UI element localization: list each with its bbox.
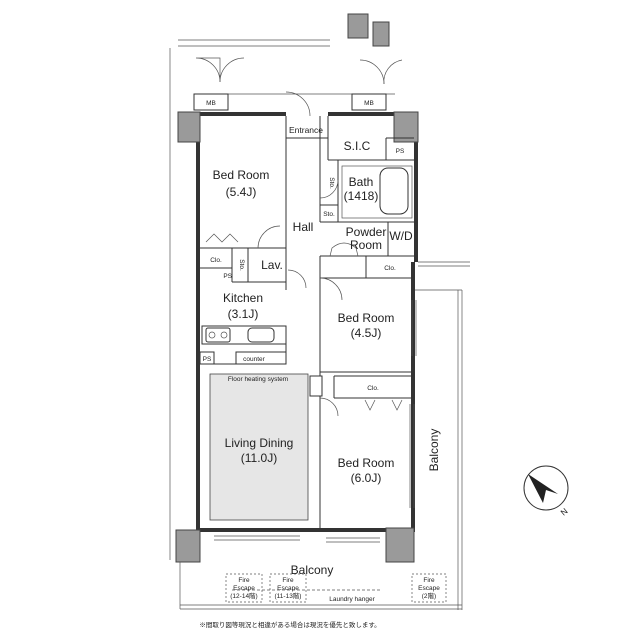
mb-box-left [193,93,229,111]
kitchen-name: Kitchen [223,291,263,305]
balcony-bottom-label: Balcony [291,563,334,577]
closet-door [364,399,376,411]
sic-label: S.I.C [344,139,371,153]
balcony-side-label: Balcony [427,429,441,472]
bedroom3-size: (6.0J) [351,471,382,485]
fire-escape-b [269,573,307,603]
pillar-top [347,13,369,39]
door-kitchen [287,269,307,289]
counter-label: counter [243,356,266,363]
fire-escape-a-line1: Fire [238,577,250,584]
powder-line2: Room [350,238,382,252]
sto-label-1: Sto. [328,177,335,189]
mb-box-right [351,93,387,111]
closet-door [391,399,403,411]
clo-label-1: Clo. [210,257,222,264]
mb-label-left: MB [206,100,216,107]
pillar-corner [393,111,419,143]
door-swing [383,59,403,85]
fire-escape-a [225,573,263,603]
bathtub [379,167,409,215]
bedroom2-size: (4.5J) [351,326,382,340]
burner [220,331,228,339]
wall-right-lower [411,262,415,532]
clo-label-3: Clo. [367,385,379,392]
laundry-label: Laundry hanger [329,596,375,603]
compass-letter: N [559,506,570,518]
bath-name: Bath [349,175,374,189]
stove [205,327,231,343]
wd-label: W/D [389,229,413,243]
fire-escape-b-line1: Fire [282,577,294,584]
fire-escape-c-line1: Fire [423,577,435,584]
pillar-corner [177,111,201,143]
mb-label-right: MB [364,100,374,107]
floor-heating-label: Floor heating system [228,376,288,383]
bedroom1-size: (5.4J) [226,185,257,199]
fire-escape-c-line3: (2階) [422,591,436,600]
pillar-top [372,21,390,47]
wall-left [196,112,200,532]
door-bedroom1 [257,225,281,249]
hall-label: Hall [293,220,314,234]
ps-label-top: PS [396,148,405,155]
wall-right-upper [414,112,418,262]
door-storage [319,179,339,199]
counter-box [235,351,287,365]
powder-line1: Powder [346,225,387,239]
wall-top-left [196,112,286,116]
door-swing [219,57,245,83]
fire-escape-c-line2: Escape [418,585,440,592]
sto-label-2: Sto. [323,211,335,218]
burner [208,331,216,339]
entrance-label: Entrance [289,125,323,135]
bedroom3-name: Bed Room [338,456,395,470]
living-name: Living Dining [225,436,294,450]
door-bedroom3 [319,397,339,417]
wall-top-right [328,112,418,116]
clo-label-2: Clo. [384,265,396,272]
fire-escape-b-line2: Escape [277,585,299,592]
ps-label-mid: PS [223,273,232,280]
ps-box-kitchen [199,351,215,365]
disclaimer: ※間取り図等現況と相違がある場合は現況を優先と致します。 [199,620,380,629]
sto-box-living [309,375,323,397]
bath-area [341,165,413,219]
wall-bottom [196,528,414,532]
washbasin [329,242,359,257]
living-size: (11.0J) [241,451,277,465]
pillar-corner [385,527,415,563]
bedroom2-name: Bed Room [338,311,395,325]
ps-label-bottom: PS [203,356,212,363]
sto-label-3: Sto. [238,259,245,271]
compass-arrow-icon [528,474,558,503]
kitchen-size: (3.1J) [228,307,259,321]
fire-escape-b-line3: (11-13階) [275,591,302,600]
closet-door [205,233,239,243]
sink [247,327,275,343]
door-swing [359,59,385,85]
fire-escape-a-line2: Escape [233,585,255,592]
door-swing [195,57,221,83]
fire-escape-c [411,573,447,603]
bath-size: (1418) [344,189,379,203]
fire-escape-a-line3: (12-14階) [230,591,257,600]
door-entrance [285,91,311,117]
pillar-corner [175,529,201,563]
lav-label: Lav. [261,258,283,272]
bedroom1-name: Bed Room [213,168,270,182]
floor-heating-area [209,373,309,521]
door-bedroom2 [319,277,343,301]
compass-circle [523,465,569,511]
